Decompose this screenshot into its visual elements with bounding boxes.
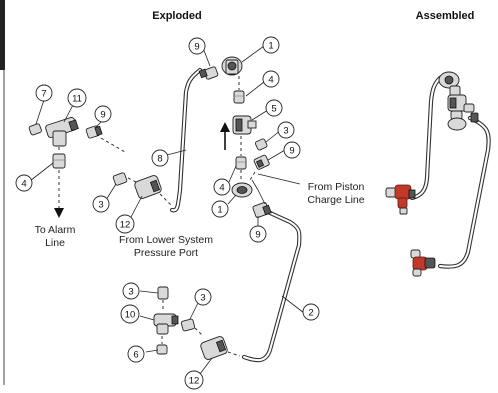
svg-text:2: 2 [308,308,313,319]
svg-text:1: 1 [217,205,222,216]
assembled-valve [447,94,479,123]
plug-6 [156,344,168,355]
nipple-3-left [112,172,128,186]
nipple-3-mid [254,138,268,151]
dash-left-3 [127,177,137,183]
fitting-9-low [252,202,272,218]
svg-text:9: 9 [100,110,105,121]
assembled-tee-bottom [410,249,436,277]
callout-2: 2 [302,303,320,321]
dash-left-1 [100,137,126,153]
nipple-4-left [52,153,66,169]
assembled-elbow-top [438,71,461,97]
callout-1-top: 1 [262,36,280,54]
label-alarm-line-2: Line [45,237,65,249]
valve-5 [232,115,257,135]
callout-9-mid: 9 [283,141,301,159]
flow-arrow-up [220,122,230,150]
svg-text:8: 8 [157,154,162,165]
callout-5: 5 [265,99,283,117]
assembled-tube-right [437,115,491,269]
assembled-tube-left [409,75,443,201]
callout-11: 11 [67,88,87,108]
callout-8: 8 [151,149,169,167]
svg-text:1: 1 [268,41,273,52]
label-alarm-line-1: To Alarm [35,224,76,236]
svg-text:9: 9 [194,42,199,53]
svg-text:10: 10 [125,310,136,321]
nipple-4-top [233,90,245,104]
header-assembled: Assembled [416,10,475,22]
callout-4-mid: 4 [213,178,231,196]
callout-12-left: 12 [115,214,135,234]
dash-bot-4 [227,351,241,357]
callout-3-bot-right: 3 [194,288,212,306]
svg-text:7: 7 [41,89,46,100]
svg-text:6: 6 [133,350,138,361]
callout-1-mid: 1 [211,200,229,218]
callout-3-mid: 3 [277,121,295,139]
margin-bar [0,0,5,70]
svg-text:5: 5 [271,104,276,115]
dash-piston [249,171,256,181]
fitting-9-top [198,66,219,80]
callout-6: 6 [127,345,145,363]
tube-8 [169,67,203,213]
svg-text:3: 3 [128,287,133,298]
callout-3-bot-left: 3 [122,282,140,300]
label-piston-charge-2: Charge Line [307,194,364,206]
svg-text:12: 12 [120,220,131,231]
svg-text:3: 3 [98,200,103,211]
header-exploded: Exploded [152,10,202,22]
svg-text:4: 4 [21,179,26,190]
union-12-left [134,175,162,199]
union-12-bot [200,336,228,360]
callout-10: 10 [120,304,140,324]
assembled-tee-left [385,184,416,215]
label-piston-charge-1: From Piston [308,181,365,193]
label-lower-system-1: From Lower System [119,234,213,246]
tube-2 [241,209,302,363]
callout-12-bot: 12 [184,370,204,390]
plug-7 [28,123,42,136]
callout-9-top: 9 [188,37,206,55]
nipple-4-mid [235,156,247,170]
svg-text:11: 11 [72,94,82,105]
fitting-9-mid [253,154,270,170]
dash-left-4 [159,193,173,207]
callout-4-top: 4 [262,70,280,88]
callout-7: 7 [35,84,53,102]
nipple-9-left [85,125,103,139]
piston-leader [257,173,301,185]
nipple-3-bot-right [180,318,196,332]
alarm-arrow [54,170,64,218]
callout-4-left: 4 [15,174,33,192]
nipple-3-bot-left [157,286,169,300]
svg-text:9: 9 [289,146,294,157]
dash-bot-3 [194,327,204,337]
svg-text:3: 3 [283,126,288,137]
elbow-1-mid [231,182,253,198]
callout-3-left: 3 [92,195,110,213]
callout-9-low: 9 [249,225,267,243]
assembled-elbow-mid [447,110,467,131]
label-lower-system-2: Pressure Port [134,247,198,259]
tee-10 [153,313,179,335]
svg-text:4: 4 [219,183,224,194]
tee-11 [45,116,79,147]
svg-text:4: 4 [268,75,273,86]
callout-9-left: 9 [94,105,112,123]
svg-text:9: 9 [255,230,260,241]
svg-text:3: 3 [200,293,205,304]
elbow-fitting-top [221,56,243,76]
svg-text:12: 12 [189,376,200,387]
